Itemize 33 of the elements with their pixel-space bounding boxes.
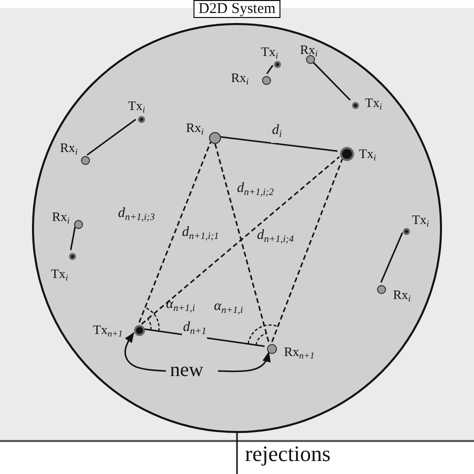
link-line: [219, 136, 338, 152]
device-label: Rx$_{i}$: [60, 140, 78, 159]
dashed-distance-line: [138, 142, 212, 323]
device-label: Tx$_{i}$: [365, 95, 382, 114]
frame-title: D2D System: [193, 0, 281, 18]
angle-label: α$_{n+1,i}$: [213, 299, 244, 318]
angle-label: α$_{n+1,i}$: [165, 297, 196, 316]
device-label: Tx$_{n+1}$: [93, 322, 123, 341]
device-label: Tx$_{i}$: [51, 266, 68, 285]
link-line: [380, 232, 404, 283]
dashed-distance-line: [214, 142, 270, 342]
device-label: Rx$_{i}$: [186, 120, 204, 139]
new-link-text: new: [170, 359, 204, 381]
curved-arrow: [124, 332, 166, 372]
link-line: [86, 118, 136, 156]
curved-arrow: [218, 351, 271, 372]
device-label: Rx$_{n+1}$: [284, 344, 314, 363]
device-label: Rx$_{i}$: [300, 42, 318, 61]
distance-label: d$_{i}$: [271, 123, 283, 143]
device-label: Rx$_{i}$: [393, 287, 411, 306]
distance-label: d$_{n+1}$: [182, 320, 208, 340]
link-line: [266, 64, 274, 74]
device-label: Rx$_{i}$: [52, 209, 70, 228]
dashed-distance-line: [141, 156, 340, 325]
device-label: Tx$_{i}$: [261, 44, 278, 63]
device-label: Tx$_{i}$: [412, 212, 429, 231]
link-line: [70, 226, 76, 250]
device-label: Rx$_{i}$: [231, 70, 249, 89]
dashed-distance-line: [271, 158, 344, 342]
device-label: Tx$_{i}$: [359, 146, 376, 165]
device-label: Tx$_{i}$: [128, 98, 145, 117]
link-line: [236, 433, 238, 474]
link-line: [310, 60, 351, 101]
